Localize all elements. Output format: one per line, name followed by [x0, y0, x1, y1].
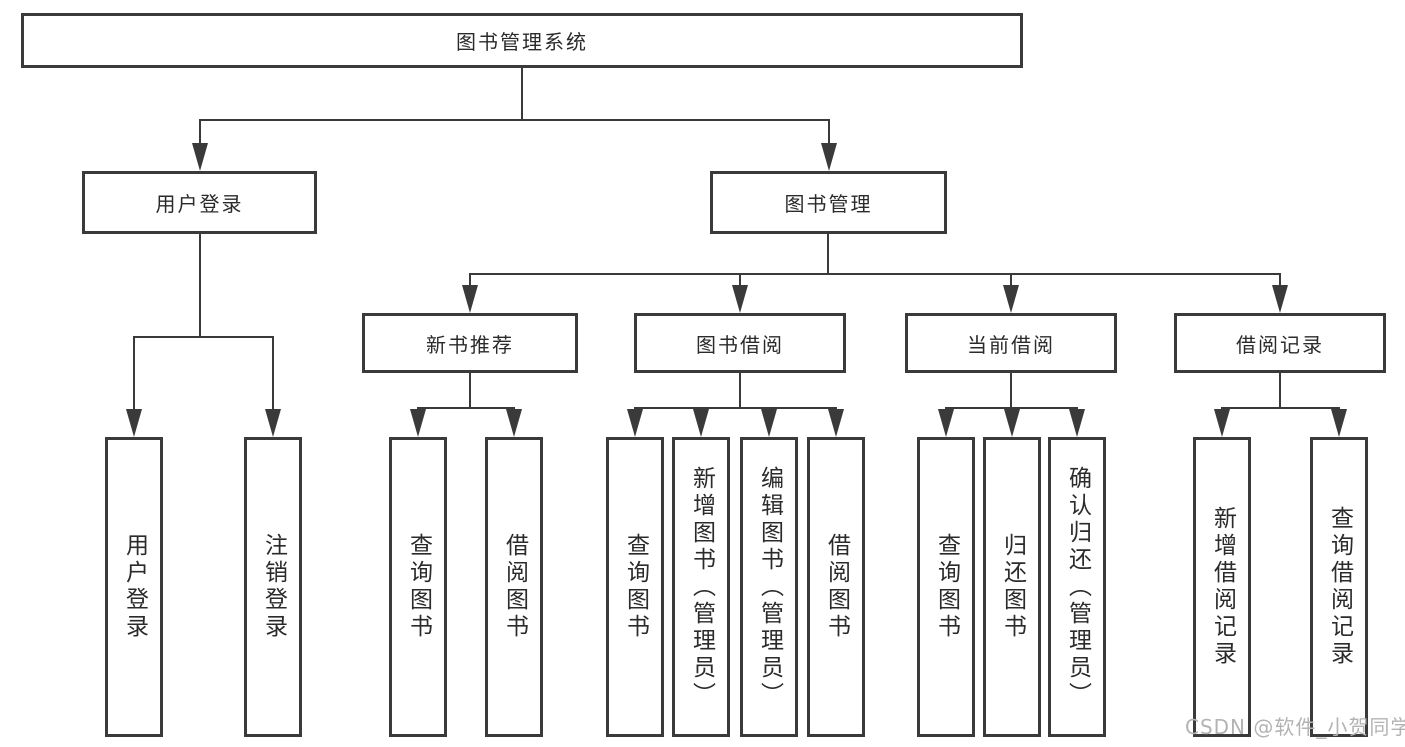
arrow-down-icon	[1214, 409, 1230, 437]
node-borrow-records: 借阅记录	[1174, 313, 1386, 373]
arrow-down-icon	[828, 409, 844, 437]
connector-line	[1221, 407, 1340, 409]
arrow-down-icon	[761, 409, 777, 437]
arrow-down-icon	[506, 409, 522, 437]
leaf-nb-query-books: 查询图书	[389, 437, 447, 737]
connector-line	[521, 68, 523, 121]
arrow-down-icon	[1331, 409, 1347, 437]
connector-line	[1010, 273, 1012, 289]
connector-line	[469, 273, 471, 289]
connector-line	[945, 407, 1078, 409]
connector-line	[199, 119, 201, 147]
leaf-br-query-record: 查询借阅记录	[1310, 437, 1368, 737]
arrow-down-icon	[265, 409, 281, 437]
leaf-bb-query-books: 查询图书	[606, 437, 664, 737]
connector-line	[828, 119, 830, 147]
connector-line	[739, 373, 741, 409]
csdn-watermark: CSDN @软件_小贺同学	[1185, 715, 1405, 739]
leaf-cb-return-books: 归还图书	[983, 437, 1041, 737]
node-book-borrow: 图书借阅	[634, 313, 846, 373]
leaf-nb-borrow-books: 借阅图书	[485, 437, 543, 737]
leaf-cb-confirm-return-admin: 确认归还（管理员）	[1048, 437, 1106, 737]
leaf-user-login: 用户登录	[105, 437, 163, 737]
connector-line	[272, 336, 274, 413]
leaf-br-add-record: 新增借阅记录	[1193, 437, 1251, 737]
arrow-down-icon	[192, 143, 208, 171]
connector-line	[199, 119, 830, 121]
arrow-down-icon	[821, 143, 837, 171]
arrow-down-icon	[126, 409, 142, 437]
arrow-down-icon	[627, 409, 643, 437]
connector-line	[1279, 273, 1281, 289]
arrow-down-icon	[693, 409, 709, 437]
leaf-bb-borrow-books: 借阅图书	[807, 437, 865, 737]
connector-line	[634, 407, 837, 409]
leaf-logout: 注销登录	[244, 437, 302, 737]
node-current-borrow: 当前借阅	[905, 313, 1117, 373]
arrow-down-icon	[1004, 409, 1020, 437]
leaf-bb-edit-books-admin: 编辑图书（管理员）	[740, 437, 798, 737]
connector-line	[133, 336, 274, 338]
leaf-bb-add-books-admin: 新增图书（管理员）	[672, 437, 730, 737]
node-user-login: 用户登录	[82, 171, 317, 234]
arrow-down-icon	[732, 285, 748, 313]
connector-line	[827, 234, 829, 275]
arrow-down-icon	[1272, 285, 1288, 313]
connector-line	[469, 373, 471, 409]
arrow-down-icon	[1003, 285, 1019, 313]
arrow-down-icon	[1069, 409, 1085, 437]
connector-line	[739, 273, 741, 289]
arrow-down-icon	[410, 409, 426, 437]
connector-line	[1279, 373, 1281, 409]
node-root-system: 图书管理系统	[21, 13, 1023, 68]
connector-line	[469, 273, 1281, 275]
arrow-down-icon	[938, 409, 954, 437]
connector-line	[417, 407, 515, 409]
connector-line	[133, 336, 135, 413]
arrow-down-icon	[462, 285, 478, 313]
node-new-book-recommend: 新书推荐	[362, 313, 578, 373]
connector-line	[199, 234, 201, 338]
leaf-cb-query-books: 查询图书	[917, 437, 975, 737]
connector-line	[1010, 373, 1012, 409]
node-book-management: 图书管理	[710, 171, 947, 234]
